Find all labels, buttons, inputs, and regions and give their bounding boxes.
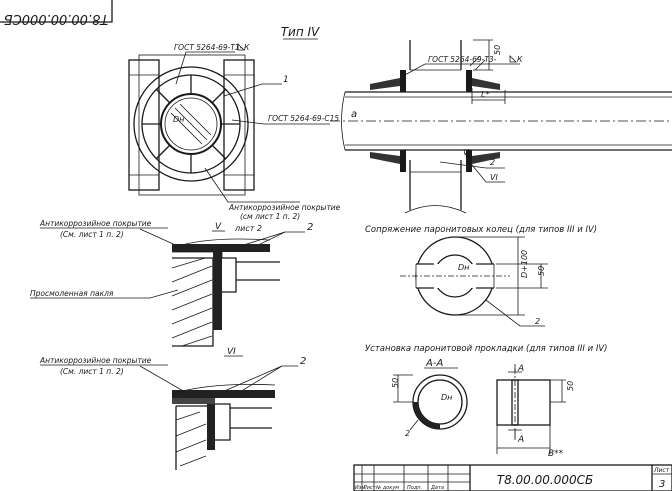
label-2-section: 2 <box>490 158 495 167</box>
gasket-label-a1: А <box>517 364 524 374</box>
coating-note-main-1: Антикоррозийное покрытие <box>228 203 341 212</box>
sheet-number: 3 <box>659 479 665 490</box>
detail-v-coating-2: (См. лист 1 п. 2) <box>60 230 124 239</box>
detail-vi-title: VI <box>227 347 236 357</box>
type-title: Тип IV <box>281 25 320 39</box>
main-plan-view: ГОСТ 5264-69-Т1- К 1 ГОСТ 5264-69-С15 Dн… <box>128 43 341 221</box>
gasket-title: Установка паронитовой прокладки (для тип… <box>365 344 608 354</box>
gasket-label-b: В** <box>548 449 564 459</box>
gost-top-left: ГОСТ 5264-69-Т1- <box>174 43 243 52</box>
label-dn-main: Dн <box>173 115 184 124</box>
ref-vi: VI <box>490 173 498 182</box>
gasket-label-2: 2 <box>405 429 410 438</box>
gasket-dim-50-left: 50 <box>391 378 400 388</box>
gasket-label-dn: Dн <box>441 393 452 402</box>
rings-label-2: 2 <box>535 317 540 326</box>
detail-vi-label-2: 2 <box>300 356 306 367</box>
dim-l: L* <box>481 90 489 99</box>
gost-tag-k2: К <box>517 55 523 64</box>
gasket-section-title: А-А <box>425 358 443 369</box>
detail-v-coating-1: Антикоррозийное покрытие <box>39 219 152 228</box>
gasket-label-a2: А <box>517 435 524 445</box>
label-a-section: а <box>351 109 357 120</box>
rotated-code-box: Т8.00.00.000СБ <box>0 0 113 26</box>
detail-v: Антикоррозийное покрытие (См. лист 1 п. … <box>30 219 313 347</box>
gasket-dim-50-right: 50 <box>566 381 575 391</box>
rings-title: Сопряжение паронитовых колец (для типов … <box>365 225 597 235</box>
detail-v-subtitle: лист 2 <box>234 224 262 233</box>
gost-tag-k1: К <box>244 43 250 52</box>
section-view: 50 ГОСТ 5264-69-Т3- К L* а 2 V VI <box>330 39 672 214</box>
gost-mid: ГОСТ 5264-69-Т3- <box>428 55 497 64</box>
rings-label-dn: Dн <box>458 263 469 272</box>
document-number: Т8.00.00.000СБ <box>497 473 593 487</box>
detail-v-label-2: 2 <box>307 222 313 233</box>
dim-50-top: 50 <box>493 45 502 55</box>
rings-dim-50: 50 <box>537 266 546 276</box>
detail-vi-coating-1: Антикоррозийное покрытие <box>39 356 152 365</box>
title-block: Изм Лист № докум Подп. Дата Т8.00.00.000… <box>353 464 672 491</box>
tb-col-sign: Подп. <box>407 485 422 491</box>
rotated-code-text: Т8.00.00.000СБ <box>4 11 109 26</box>
detail-v-title: V <box>215 222 222 232</box>
label-1: 1 <box>283 75 289 85</box>
detail-v-packing: Просмоленная пакля <box>30 289 114 298</box>
tb-col-doc: № докум <box>375 485 399 491</box>
detail-vi-coating-2: (См. лист 1 п. 2) <box>60 367 124 376</box>
rings-view: Сопряжение паронитовых колец (для типов … <box>365 225 597 327</box>
tb-col-list: Лист <box>362 485 377 491</box>
coating-note-main-2: (см лист 1 п. 2) <box>240 212 300 221</box>
gost-right: ГОСТ 5264-69-С15 <box>268 114 339 123</box>
ref-v: V <box>463 148 469 157</box>
tb-col-date: Дата <box>430 485 444 491</box>
tb-col-izm: Изм <box>355 485 365 491</box>
detail-vi: Антикоррозийное покрытие (См. лист 1 п. … <box>39 347 306 470</box>
sheet-label: Лист <box>653 467 670 474</box>
gasket-view: Установка паронитовой прокладки (для тип… <box>365 344 608 459</box>
